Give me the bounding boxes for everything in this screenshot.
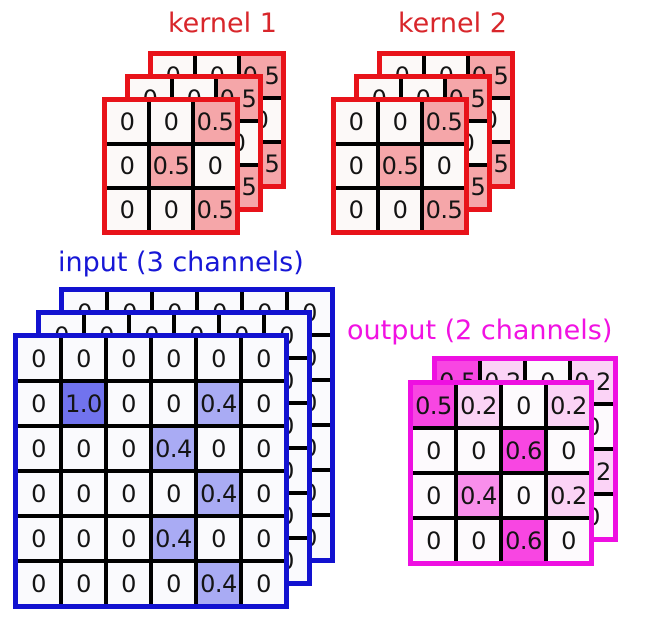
input-cell: 0 [153,338,194,379]
input-cell: 0 [108,338,149,379]
input-cell: 0 [243,563,284,604]
kernel2-cell: 0 [336,146,376,186]
input-cell: 0 [108,563,149,604]
input-cell: 0 [18,473,59,514]
output-cell: 0 [503,475,544,516]
input-cell: 0 [198,338,239,379]
kernel2-cell: 0.5 [424,190,464,230]
output-cell: 0.2 [548,385,589,426]
input-title: input (3 channels) [58,247,304,278]
input-cell: 0.4 [198,563,239,604]
kernel2-cell: 0.5 [380,146,420,186]
output-cell: 0.6 [503,520,544,561]
output-cell: 0 [413,520,454,561]
kernel2-cell: 0.5 [424,102,464,142]
input-cell: 0 [18,338,59,379]
kernel2-cell: 0 [380,190,420,230]
input-cell: 0 [63,428,104,469]
output-cell: 0 [458,520,499,561]
input-cell: 0 [243,473,284,514]
output-cell: 0 [413,475,454,516]
input-cell: 0.4 [198,383,239,424]
input-cell: 0 [153,383,194,424]
kernel2-cell: 0 [424,146,464,186]
input-cell: 0 [63,518,104,559]
kernel1-cell: 0 [151,102,191,142]
output-cell: 0.2 [548,475,589,516]
input-cell: 0.4 [153,518,194,559]
kernel1-cell: 0 [195,146,235,186]
kernel2-cell: 0 [336,102,376,142]
kernel2-cell: 0 [380,102,420,142]
input-cell: 0.4 [153,428,194,469]
input-cell: 0 [198,518,239,559]
output-cell: 0.5 [413,385,454,426]
output-cell: 0.6 [503,430,544,471]
input-cell: 0 [18,518,59,559]
kernel1-cell: 0 [107,102,147,142]
input-cell: 0 [63,338,104,379]
output-cell: 0 [548,430,589,471]
output-cell: 0 [548,520,589,561]
kernel1-cell: 0.5 [195,102,235,142]
output-cell: 0.4 [458,475,499,516]
input-cell: 0 [153,563,194,604]
input-cell: 0 [243,518,284,559]
input-cell: 0 [63,563,104,604]
input-cell: 0 [243,383,284,424]
input-cell: 0 [108,428,149,469]
kernel1-cell: 0 [151,190,191,230]
input-cell: 0 [198,428,239,469]
input-cell: 0 [243,338,284,379]
input-cell: 0 [18,428,59,469]
input-cell: 1.0 [63,383,104,424]
input-cell: 0 [243,428,284,469]
kernel1-cell: 0 [107,146,147,186]
kernel1-cell: 0.5 [195,190,235,230]
kernel1-cell: 0.5 [151,146,191,186]
output-cell: 0.2 [458,385,499,426]
kernel1-cell: 0 [107,190,147,230]
input-cell: 0 [108,518,149,559]
input-cell: 0 [18,383,59,424]
kernel1-title: kernel 1 [168,8,277,39]
output-cell: 0 [458,430,499,471]
input-cell: 0 [63,473,104,514]
output-cell: 0 [413,430,454,471]
input-cell: 0 [153,473,194,514]
kernel2-title: kernel 2 [398,8,507,39]
output-title: output (2 channels) [347,315,613,346]
input-cell: 0.4 [198,473,239,514]
kernel2-cell: 0 [336,190,376,230]
output-cell: 0 [503,385,544,426]
input-cell: 0 [108,383,149,424]
input-cell: 0 [108,473,149,514]
input-cell: 0 [18,563,59,604]
